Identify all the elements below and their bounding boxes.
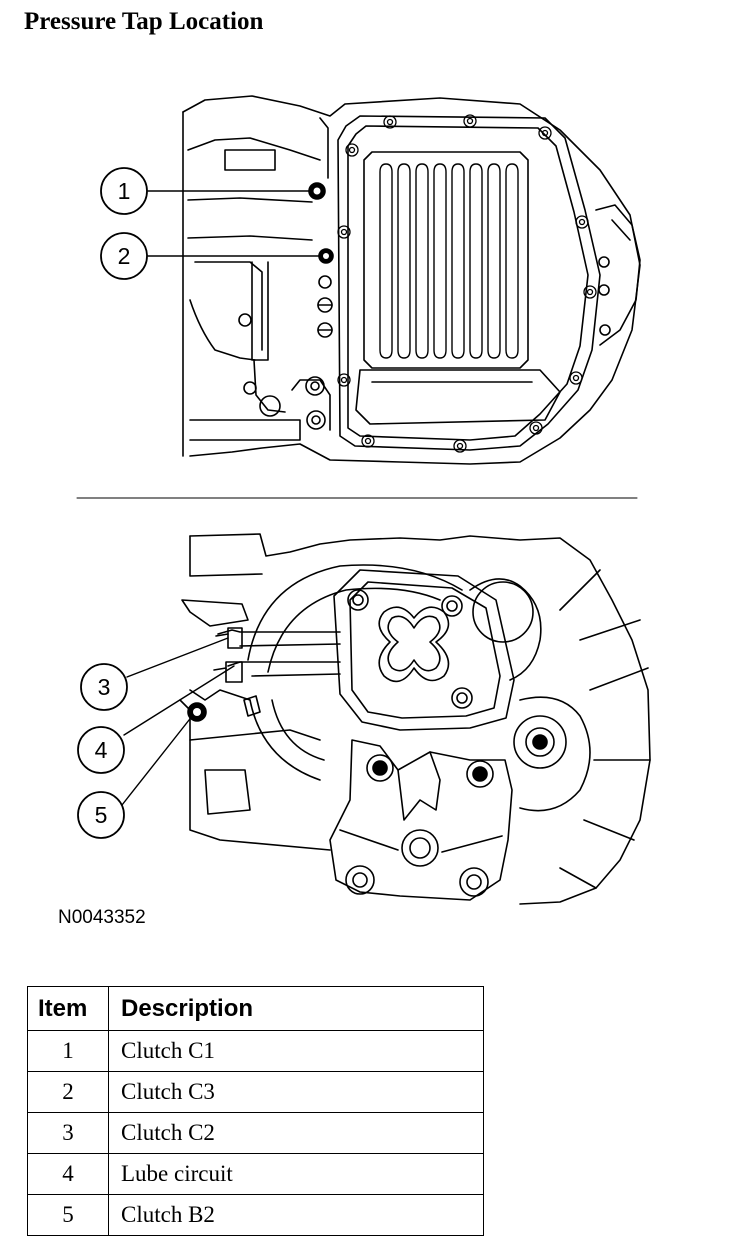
- legend-item-description: Clutch C2: [108, 1112, 484, 1154]
- callout-3: [80, 663, 128, 711]
- callout-5-label: 5: [95, 802, 108, 828]
- legend-item-description: Clutch C1: [108, 1030, 484, 1072]
- legend-item-number: 4: [27, 1153, 109, 1195]
- callout-3-label: 3: [98, 674, 111, 700]
- table-row: 1 Clutch C1: [27, 1030, 484, 1072]
- legend-item-number: 1: [27, 1030, 109, 1072]
- callout-2: [100, 232, 148, 280]
- table-row: 5 Clutch B2: [27, 1194, 484, 1236]
- legend-header-item: Item: [27, 986, 109, 1031]
- table-row: 2 Clutch C3: [27, 1071, 484, 1113]
- legend-header-description: Description: [108, 986, 484, 1031]
- callout-5: [77, 791, 125, 839]
- legend-item-number: 5: [27, 1194, 109, 1236]
- callout-4: [77, 726, 125, 774]
- callout-4-label: 4: [95, 737, 108, 763]
- legend-item-description: Lube circuit: [108, 1153, 484, 1195]
- top-view: [182, 95, 641, 465]
- legend-table: Item Description 1 Clutch C1 2 Clutch C3…: [27, 986, 484, 1236]
- figure-id: N0043352: [58, 907, 146, 928]
- legend-item-description: Clutch C3: [108, 1071, 484, 1113]
- legend-item-description: Clutch B2: [108, 1194, 484, 1236]
- transmission-illustration: 1 2 3 4 5: [76, 95, 651, 905]
- table-row: 4 Lube circuit: [27, 1153, 484, 1195]
- leader-lines: [121, 190, 320, 806]
- table-row: 3 Clutch C2: [27, 1112, 484, 1154]
- bottom-view: [179, 533, 651, 905]
- callout-2-label: 2: [118, 243, 131, 269]
- legend-header-row: Item Description: [27, 986, 484, 1031]
- legend-item-number: 3: [27, 1112, 109, 1154]
- callout-1: [100, 167, 148, 215]
- legend-item-number: 2: [27, 1071, 109, 1113]
- pressure-tap-4: [225, 661, 243, 683]
- callout-1-label: 1: [118, 178, 131, 204]
- page-title: Pressure Tap Location: [24, 8, 264, 35]
